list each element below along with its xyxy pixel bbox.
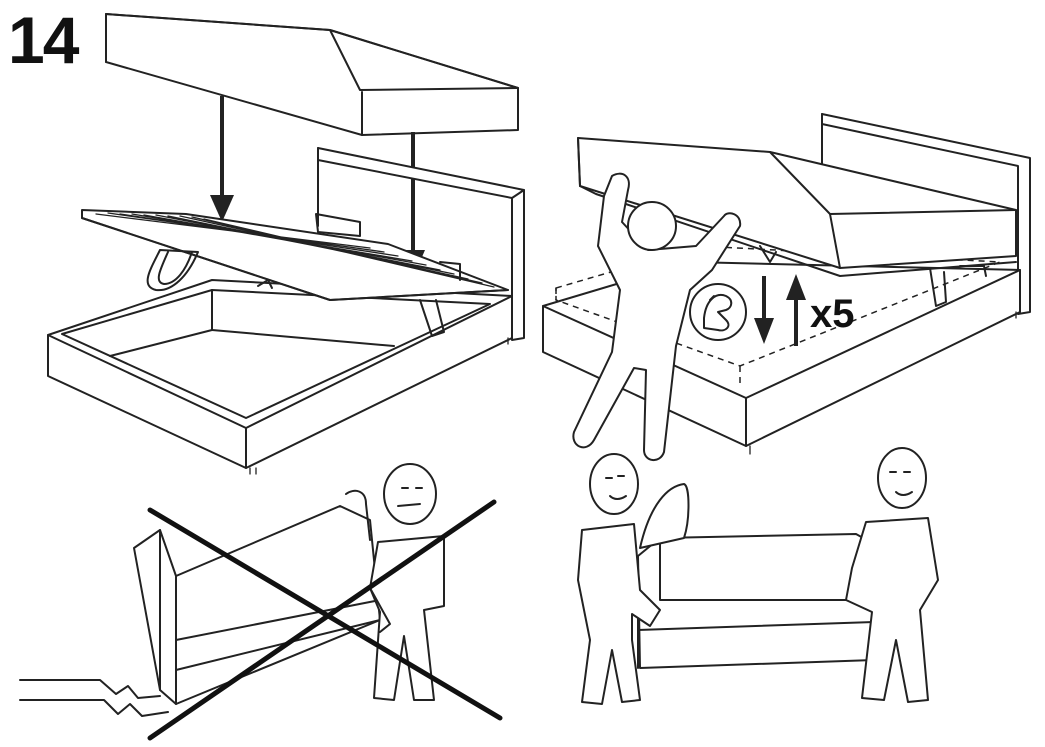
- panel-bottom-right: [577, 447, 939, 705]
- person-left-carrying: [577, 453, 661, 705]
- slatted-base: [81, 209, 509, 337]
- mattress: [105, 13, 519, 136]
- panel-bottom-left: [19, 463, 503, 741]
- bed-box: [47, 279, 513, 475]
- headboard: [317, 147, 525, 341]
- repeat-count-label: x5: [810, 292, 855, 336]
- person-right-carrying: [845, 447, 939, 703]
- carried-bed-base: [637, 483, 875, 669]
- down-arrow-x5: [754, 276, 774, 344]
- panel-top-right: [542, 113, 1031, 461]
- step-number: 14: [8, 3, 79, 77]
- scrape-lines: [19, 679, 169, 717]
- incorrect-cross: [147, 499, 503, 741]
- strong-arm-icon: [689, 283, 747, 341]
- lifting-person: [572, 172, 742, 461]
- panel-top-left: [47, 13, 525, 475]
- up-arrow-x5: [786, 274, 806, 346]
- down-arrow-left: [210, 96, 234, 222]
